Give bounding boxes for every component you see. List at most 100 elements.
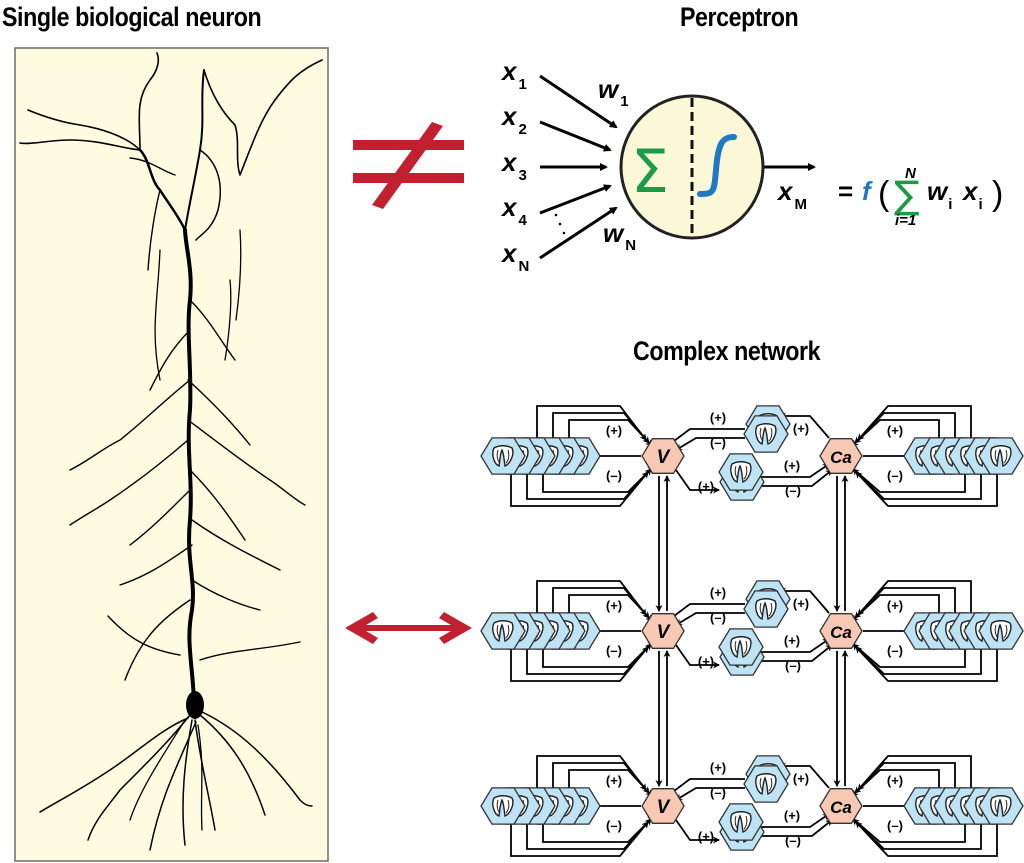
voltage-node: V bbox=[641, 438, 685, 474]
right-feedback-in bbox=[855, 470, 998, 507]
channel-to-ca-plus bbox=[761, 463, 830, 478]
right-feedback-in bbox=[852, 468, 982, 500]
sum-lower-limit: i=1 bbox=[895, 212, 916, 229]
calcium-node: Ca bbox=[819, 788, 863, 824]
calcium-node-label: Ca bbox=[830, 448, 852, 467]
left-feedback-in bbox=[568, 769, 653, 797]
left-feedback-in bbox=[568, 419, 653, 447]
left-feedback-in bbox=[510, 470, 649, 507]
minus-label: (–) bbox=[606, 818, 622, 833]
ion-channel bbox=[743, 765, 789, 803]
channel-to-ca-minus bbox=[761, 469, 833, 487]
left-feedback-in bbox=[542, 640, 655, 668]
input-arrow-1 bbox=[539, 74, 618, 129]
right-feedback-in bbox=[854, 587, 956, 619]
minus-label: (–) bbox=[887, 643, 903, 658]
voltage-node: V bbox=[641, 788, 685, 824]
right-feedback-in bbox=[857, 755, 972, 794]
voltage-node-label: V bbox=[657, 797, 671, 818]
input-arrow-2 bbox=[539, 120, 612, 152]
plus-label: (+) bbox=[606, 598, 622, 613]
right-feedback-in bbox=[854, 412, 956, 444]
ion-channel bbox=[718, 453, 764, 491]
channel-to-ca-minus bbox=[761, 819, 833, 837]
double-arrow-icon bbox=[345, 612, 472, 644]
left-feedback-in bbox=[542, 465, 655, 493]
right-feedback-in bbox=[851, 419, 940, 447]
sigmoid-icon bbox=[697, 134, 737, 197]
weight-term: wi bbox=[927, 176, 952, 213]
input-arrow-4 bbox=[539, 184, 612, 215]
plus-label: (+) bbox=[793, 596, 809, 611]
calcium-node: Ca bbox=[819, 613, 863, 649]
right-feedback-in bbox=[855, 820, 998, 857]
activation-function-symbol: f bbox=[862, 176, 873, 206]
left-feedback-in bbox=[542, 815, 655, 843]
sum-icon: Σ bbox=[631, 137, 669, 207]
voltage-node-hexagon bbox=[641, 438, 685, 474]
left-feedback-in bbox=[526, 468, 652, 500]
plus-label: (+) bbox=[710, 410, 726, 425]
right-feedback-in bbox=[852, 643, 982, 675]
ion-channel bbox=[480, 787, 526, 825]
not-equal-icon bbox=[353, 122, 464, 209]
right-feedback-in bbox=[851, 594, 940, 622]
left-feedback-in bbox=[510, 820, 649, 857]
calcium-node-label: Ca bbox=[830, 623, 852, 642]
plus-label: (+) bbox=[793, 771, 809, 786]
minus-label: (–) bbox=[606, 643, 622, 658]
calcium-node-hexagon bbox=[819, 438, 863, 474]
right-feedback-in bbox=[852, 818, 982, 850]
plus-label: (+) bbox=[606, 423, 622, 438]
plus-label: (+) bbox=[606, 773, 622, 788]
ca-to-channel bbox=[779, 762, 830, 789]
mid-link-plus bbox=[669, 428, 745, 445]
ion-channel bbox=[743, 590, 789, 628]
ion-channel bbox=[978, 787, 1024, 825]
ion-channel bbox=[718, 803, 764, 841]
ion-channel bbox=[480, 437, 526, 475]
minus-label: (–) bbox=[710, 435, 726, 450]
right-feedback-in bbox=[854, 762, 956, 794]
channel-to-ca-minus bbox=[761, 644, 833, 662]
plus-label: (+) bbox=[784, 458, 800, 473]
plus-label: (+) bbox=[710, 585, 726, 600]
channel-to-ca-plus bbox=[761, 813, 830, 828]
network-title: Complex network bbox=[633, 336, 821, 366]
plus-label: (+) bbox=[698, 479, 714, 494]
right-feedback-in bbox=[855, 645, 998, 682]
ca-to-channel bbox=[779, 412, 830, 439]
v-to-channel bbox=[675, 819, 720, 844]
calcium-node-hexagon bbox=[819, 613, 863, 649]
sum-upper-limit: N bbox=[905, 165, 917, 182]
minus-label: (–) bbox=[887, 818, 903, 833]
plus-label: (+) bbox=[698, 829, 714, 844]
left-feedback-in bbox=[510, 645, 649, 682]
ion-channel bbox=[718, 628, 764, 666]
plus-label: (+) bbox=[887, 773, 903, 788]
right-feedback-in bbox=[851, 769, 940, 797]
summation-icon: ∑ bbox=[894, 173, 920, 217]
mid-link-plus bbox=[669, 603, 745, 620]
right-feedback-in bbox=[857, 580, 972, 619]
calcium-node-label: Ca bbox=[830, 798, 852, 817]
mid-link-plus bbox=[669, 778, 745, 795]
perceptron-title: Perceptron bbox=[680, 2, 799, 32]
minus-label: (–) bbox=[785, 483, 801, 498]
voltage-node-hexagon bbox=[641, 788, 685, 824]
plus-label: (+) bbox=[784, 808, 800, 823]
calcium-node-hexagon bbox=[819, 788, 863, 824]
input-arrow-N bbox=[539, 206, 618, 260]
neuron-background bbox=[14, 47, 329, 862]
perceptron-node bbox=[619, 94, 765, 240]
input-term: xi bbox=[961, 176, 983, 213]
